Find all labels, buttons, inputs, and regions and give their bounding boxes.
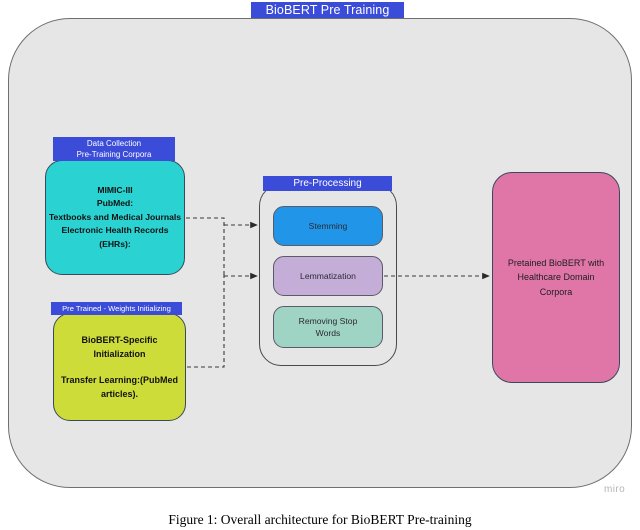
- output-body: Pretained BioBERT with Healthcare Domain…: [508, 256, 604, 300]
- step-removing-stop-words-label: Removing Stop Words: [298, 315, 358, 339]
- corpora-line-2: PubMed:: [96, 198, 134, 209]
- node-output[interactable]: Pretained BioBERT with Healthcare Domain…: [492, 172, 620, 383]
- pre-trained-body: BioBERT-Specific Initialization Transfer…: [61, 333, 178, 401]
- page-title: BioBERT Pre Training: [251, 2, 404, 19]
- node-label-data-collection: Data Collection Pre-Training Corpora: [53, 137, 175, 161]
- node-label-pre-trained: Pre Trained - Weights Initializing: [51, 302, 182, 315]
- init-line-4: Transfer Learning:(PubMed: [60, 375, 178, 385]
- node-pre-trained[interactable]: BioBERT-Specific Initialization Transfer…: [53, 313, 186, 421]
- step-stemming-label: Stemming: [308, 220, 348, 231]
- corpora-line-5: (EHRs):: [99, 238, 131, 249]
- data-collection-label-line2: Pre-Training Corpora: [76, 150, 152, 159]
- output-line-1: Pretained BioBERT with: [507, 257, 605, 268]
- step-stemming[interactable]: Stemming: [273, 206, 383, 246]
- corpora-line-4: Electronic Health Records: [61, 225, 169, 236]
- init-line-5: articles).: [100, 389, 138, 399]
- data-collection-label-line1: Data Collection: [86, 139, 142, 148]
- data-collection-body: MIMIC-III PubMed: Textbooks and Medical …: [49, 184, 181, 252]
- output-line-3: Corpora: [539, 286, 573, 297]
- node-data-collection[interactable]: MIMIC-III PubMed: Textbooks and Medical …: [45, 160, 185, 275]
- step-lemmatization-label: Lemmatization: [300, 270, 356, 281]
- init-line-1: BioBERT-Specific: [81, 335, 158, 345]
- pre-processing-label-line1: Pre-Processing: [293, 178, 362, 189]
- init-line-2: Initialization: [93, 349, 146, 359]
- step-removing-stop-words[interactable]: Removing Stop Words: [273, 306, 383, 348]
- corpora-line-3: Textbooks and Medical Journals: [48, 211, 182, 222]
- output-line-2: Healthcare Domain: [517, 272, 595, 283]
- node-label-pre-processing: Pre-Processing: [263, 176, 392, 191]
- figure-caption: Figure 1: Overall architecture for BioBE…: [168, 512, 472, 527]
- miro-watermark: miro: [604, 484, 626, 495]
- pre-trained-label-line1: Pre Trained - Weights Initializing: [62, 304, 171, 313]
- step-lemmatization[interactable]: Lemmatization: [273, 256, 383, 296]
- corpora-line-1: MIMIC-III: [97, 184, 133, 195]
